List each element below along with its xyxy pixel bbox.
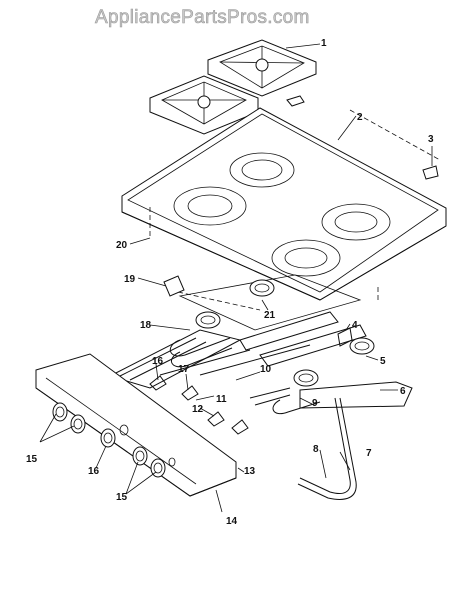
callout-19: 19: [124, 274, 136, 285]
callout-1: 1: [321, 38, 327, 49]
leader-lines: [39, 43, 433, 513]
callout-15b: 15: [116, 492, 128, 503]
callout-8: 8: [313, 444, 319, 455]
callout-16b: 16: [88, 466, 100, 477]
callout-3: 3: [428, 134, 434, 145]
cooktop: [121, 107, 447, 301]
burner-assembly: [108, 274, 413, 435]
callout-14: 14: [226, 516, 238, 527]
callout-21: 21: [264, 310, 276, 321]
callout-15a: 15: [26, 454, 38, 465]
gas-supply-tube: [297, 397, 357, 500]
burner-grate-right: [207, 39, 317, 97]
callout-4: 4: [352, 320, 358, 331]
callout-labels: 1 2 3 20 19 21 4 18 5 16 17 10 6 11 9 12…: [26, 38, 434, 527]
control-panel: [35, 353, 237, 497]
callout-5: 5: [380, 356, 386, 367]
callout-16a: 16: [152, 356, 164, 367]
callout-10: 10: [260, 364, 272, 375]
callout-20: 20: [116, 240, 128, 251]
watermark: AppliancePartsPros.com: [95, 7, 310, 29]
callout-6: 6: [400, 386, 406, 397]
callout-11: 11: [216, 394, 227, 405]
callout-7: 7: [366, 448, 372, 459]
callout-12: 12: [192, 404, 204, 415]
callout-17: 17: [178, 364, 190, 375]
callout-13: 13: [244, 466, 256, 477]
callout-2: 2: [357, 112, 363, 123]
callout-9: 9: [312, 398, 318, 409]
callout-18: 18: [140, 320, 152, 331]
